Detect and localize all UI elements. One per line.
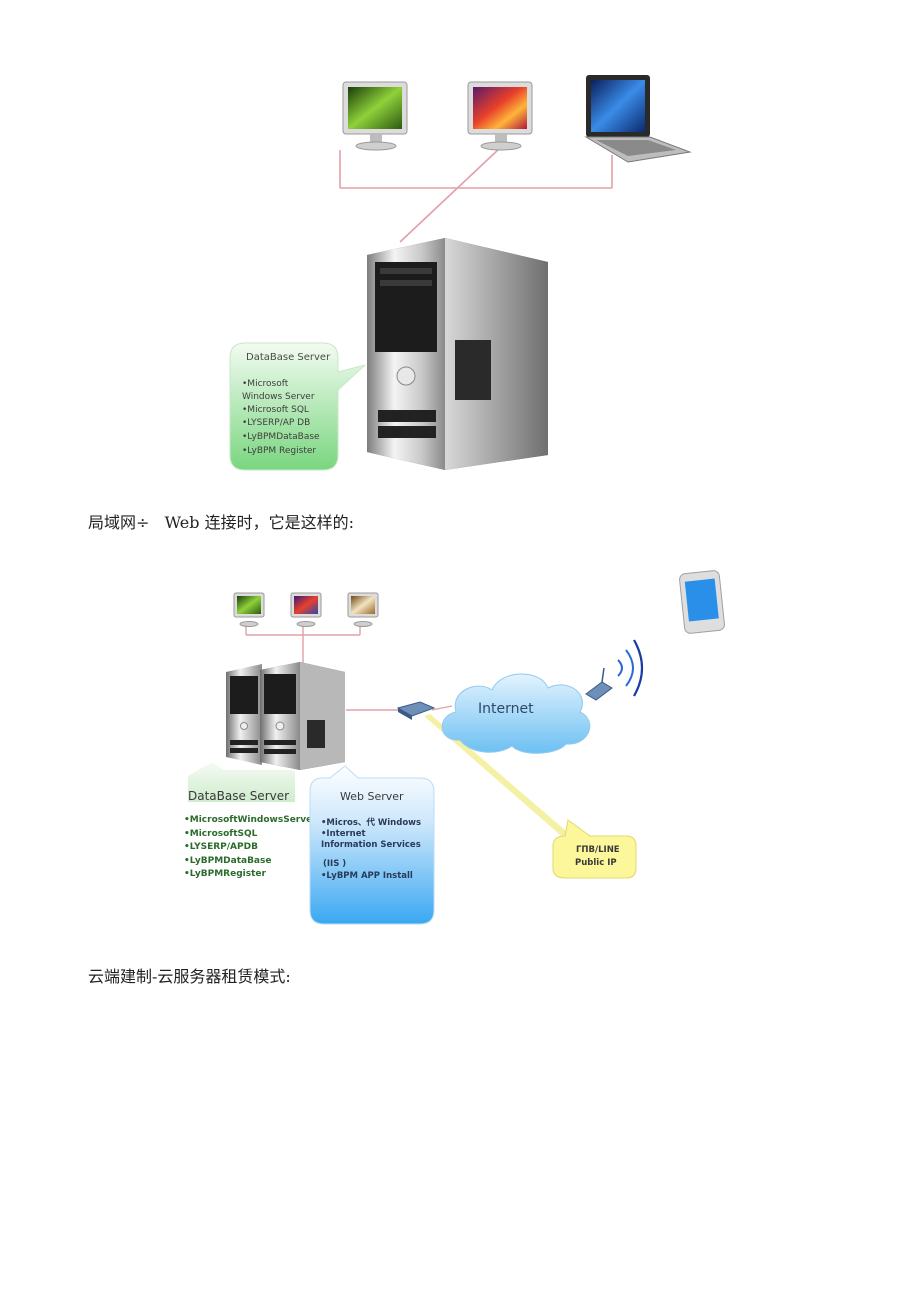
internet-label: Internet <box>478 701 534 717</box>
db-server-item: •MicrosoftWindowsServer <box>184 815 317 825</box>
server-tower-icon <box>367 238 548 470</box>
db-server-callout: DataBase Server •Microsoft Windows Serve… <box>229 342 366 471</box>
public-ip-beam <box>424 714 572 840</box>
diagram-lan-web: Internet DataBase Server •MicrosoftWindo… <box>184 570 725 925</box>
monitor-icon <box>342 81 408 151</box>
db-callout-item: Windows Server <box>242 392 315 402</box>
web-server-callout: Web Server •Micros、代 Windows •Internet I… <box>309 765 435 925</box>
smartphone-icon <box>679 570 725 634</box>
db-server-title: DataBase Server <box>188 789 289 803</box>
db-server-item: •LyBPMRegister <box>184 869 266 879</box>
db-server-label: DataBase Server •MicrosoftWindowsServer … <box>184 762 317 879</box>
wifi-router-icon <box>585 639 644 701</box>
db-server-item: •MicrosoftSQL <box>184 829 258 839</box>
web-server-title: Web Server <box>340 790 404 803</box>
server-tower-icon <box>260 662 345 770</box>
monitor-icon <box>290 592 322 627</box>
laptop-icon <box>584 75 692 163</box>
db-callout-title: DataBase Server <box>246 352 331 363</box>
db-callout-item: •LYSERP/AP DB <box>242 418 310 428</box>
public-ip-note: ΓΠΒ/LINE Public IP <box>552 819 637 879</box>
caption-cloud: 云端建制-云服务器租赁模式: <box>88 967 291 986</box>
web-server-item: •Internet <box>321 829 366 839</box>
network-lines <box>339 147 613 243</box>
db-callout-item: •LyBPM Register <box>242 446 316 456</box>
web-server-item: (IIS ) <box>323 859 346 869</box>
diagram-lan: DataBase Server •Microsoft Windows Serve… <box>229 75 692 471</box>
monitor-icon <box>467 81 533 151</box>
public-ip-line: ΓΠΒ/LINE <box>576 845 620 855</box>
db-callout-item: •Microsoft <box>242 379 289 389</box>
caption-lan-web: 局域网÷ Web 连接时，它是这样的: <box>88 513 354 532</box>
web-server-item: •Micros、代 Windows <box>321 817 421 828</box>
db-server-item: •LyBPMDataBase <box>184 856 271 866</box>
public-ip-line: Public IP <box>575 858 617 868</box>
db-callout-item: •Microsoft SQL <box>242 405 309 415</box>
network-lines <box>245 625 453 711</box>
db-callout-item: •LyBPMDataBase <box>242 432 320 442</box>
monitor-icon <box>347 592 379 627</box>
db-server-item: •LYSERP/APDB <box>184 842 258 852</box>
server-tower-icon <box>226 664 262 765</box>
monitor-icon <box>233 592 265 627</box>
router-icon <box>396 701 436 720</box>
internet-cloud-icon: Internet <box>441 673 591 754</box>
web-server-item: Information Services <box>321 840 421 850</box>
web-server-item: •LyBPM APP Install <box>321 871 413 881</box>
